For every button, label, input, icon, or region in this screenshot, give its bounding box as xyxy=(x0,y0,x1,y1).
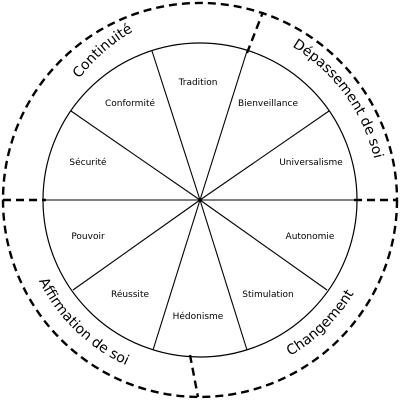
spoke xyxy=(152,199,201,351)
spoke xyxy=(70,110,201,201)
segment-label-pouvoir: Pouvoir xyxy=(71,232,105,242)
segment-label-conformite: Conformité xyxy=(105,98,156,109)
segment-label-bienveillance: Bienveillance xyxy=(238,99,298,109)
spoke xyxy=(151,50,201,201)
dashed-divider-top xyxy=(245,11,265,54)
dashed-divider-bottom xyxy=(188,354,200,398)
segment-label-autonomie: Autonomie xyxy=(286,232,335,242)
segment-label-securite: Sécurité xyxy=(69,157,107,168)
quadrant-label-self-transcendence: Dépassement de soi xyxy=(290,36,386,160)
segment-label-tradition: Tradition xyxy=(178,78,218,88)
segment-label-stimulation: Stimulation xyxy=(242,290,293,300)
spoke xyxy=(199,110,330,201)
spoke xyxy=(72,199,201,291)
spoke xyxy=(199,199,328,291)
segment-label-universalisme: Universalisme xyxy=(279,158,343,168)
segment-label-hedonisme: Hédonisme xyxy=(173,311,224,322)
segment-label-reussite: Réussite xyxy=(111,289,149,300)
spoke xyxy=(199,199,248,351)
spoke xyxy=(199,50,248,201)
quadrant-label-change: Changement xyxy=(284,286,358,359)
